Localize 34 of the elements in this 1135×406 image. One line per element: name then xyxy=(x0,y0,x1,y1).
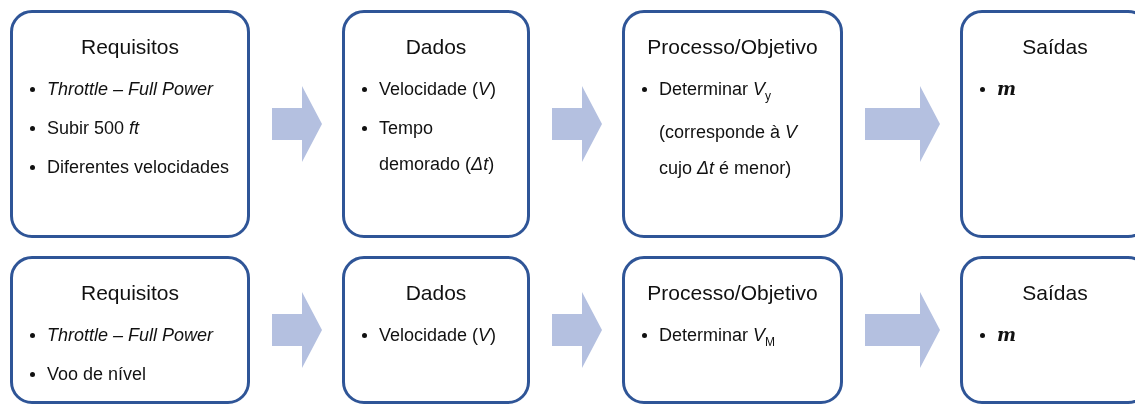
process-box xyxy=(622,256,843,404)
block-arrow xyxy=(272,292,322,368)
bullet-text: Determinar V$_{M}$ xyxy=(659,325,776,345)
bullet-text: Throttle – Full Power xyxy=(47,79,214,99)
process-box xyxy=(342,256,530,404)
process-box xyxy=(342,10,530,238)
process-box xyxy=(960,256,1135,404)
process-box xyxy=(960,10,1135,238)
box-heading: Dados xyxy=(404,281,468,305)
box-heading: Requisitos xyxy=(79,35,181,59)
bullet-text: Velocidade (V) xyxy=(379,325,497,345)
bullet-text: Voo de nível xyxy=(47,364,147,384)
block-arrow xyxy=(552,292,602,368)
bullet-text: Determinar V$_{y}$ (corresponde à V cujo Δt é menor) xyxy=(659,79,798,178)
bullet-text: Subir 500 ft xyxy=(47,118,140,138)
bullet-text: Tempo demorado (Δt) xyxy=(379,118,495,174)
block-arrow xyxy=(552,86,602,162)
bullet-text: Velocidade (V) xyxy=(379,79,497,99)
block-arrow xyxy=(865,86,940,162)
bullet-text: m xyxy=(997,325,1017,345)
box-heading: Saídas xyxy=(1021,35,1089,59)
bullet-text: Diferentes velocidades xyxy=(47,157,230,177)
box-heading: Processo/Objetivo xyxy=(646,35,819,59)
bullet-text: Throttle – Full Power xyxy=(47,325,214,345)
box-heading: Saídas xyxy=(1021,281,1089,305)
bullet-text: m xyxy=(997,79,1017,99)
box-heading: Dados xyxy=(404,35,468,59)
box-heading: Processo/Objetivo xyxy=(646,281,819,305)
block-arrow xyxy=(865,292,940,368)
process-box xyxy=(10,256,250,404)
process-box xyxy=(10,10,250,238)
box-heading: Requisitos xyxy=(79,281,181,305)
block-arrow xyxy=(272,86,322,162)
process-box xyxy=(622,10,843,238)
